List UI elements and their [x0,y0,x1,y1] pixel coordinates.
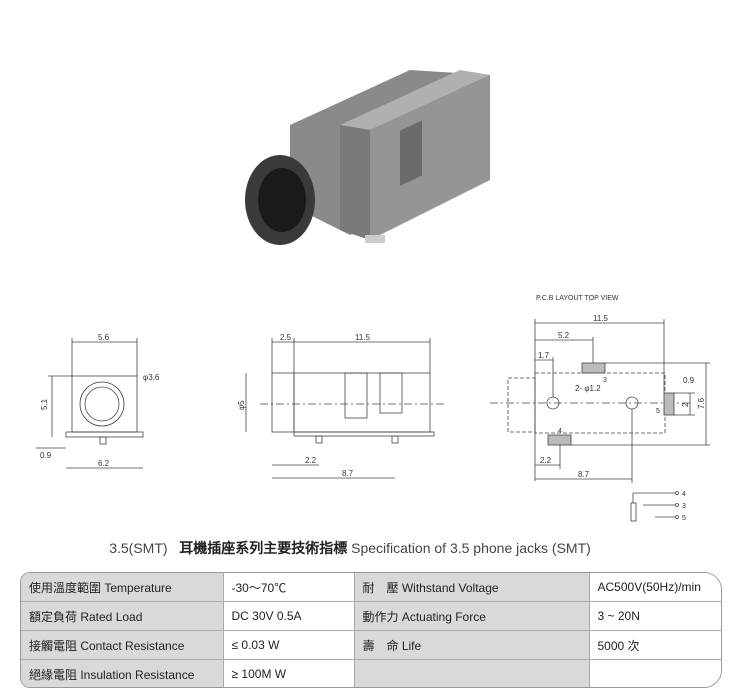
dim-pad5: 2 [681,402,690,407]
dim-height: 5.1 [40,398,49,410]
spec-label [353,659,590,687]
dim-width: 5.6 [98,333,110,342]
spec-value: ≥ 100M W [222,659,355,687]
spec-label: 接觸電阻 Contact Resistance [21,630,224,660]
side-view-drawing: 2.5 11.5 φ5 2.2 8.7 [237,333,445,479]
title-prefix: 3.5(SMT) [109,540,168,556]
front-view-drawing: 5.6 5.1 φ3.6 0.9 6.2 [36,333,160,469]
pad-5-label: 5 [656,408,660,415]
title-english: Specification of 3.5 phone jacks (SMT) [351,540,591,556]
dim-base: 6.2 [98,459,110,468]
table-row: 使用溫度範圍 Temperature -30～70℃ 耐 壓 Withstand… [21,573,721,602]
dim-hole: 1.7 [538,351,550,360]
dim-gap: 0.9 [683,376,695,385]
pad-3-label: 3 [603,377,607,384]
dim-pad4: 2.2 [540,456,552,465]
pcb-heading: P.C.B LAYOUT TOP VIEW [536,295,619,302]
dim-holes: 2- φ1.2 [575,384,601,393]
spec-label: 額定負荷 Rated Load [21,601,224,631]
page-title: 3.5(SMT) 耳機插座系列主要技術指標 Specification of 3… [0,538,700,558]
table-row: 絕緣電阻 Insulation Resistance ≥ 100M W [21,659,721,687]
spec-label: 壽 命 Life [353,630,590,660]
dim-length: 11.5 [355,333,371,342]
schematic-pin: 3 [682,503,686,510]
spec-label: 動作力 Actuating Force [353,601,590,631]
dim-overall: 7.6 [697,397,706,409]
spec-value: 5000 次 [588,630,721,660]
dim-hole2: 8.7 [578,470,590,479]
table-row: 額定負荷 Rated Load DC 30V 0.5A 動作力 Actuatin… [21,601,721,631]
product-photo [245,70,490,245]
pcb-layout-drawing: P.C.B LAYOUT TOP VIEW 11.5 5.2 1.7 2- φ1… [490,295,710,522]
spec-value [588,659,721,687]
dim-bore: φ3.6 [143,373,160,382]
dim-length: 11.5 [593,314,609,323]
spec-label: 耐 壓 Withstand Voltage [353,573,590,602]
dim-pin2: 8.7 [342,469,354,478]
dim-diameter: φ5 [237,400,246,410]
schematic-pin: 5 [682,515,686,522]
dim-front: 2.5 [280,333,292,342]
spec-label: 絕緣電阻 Insulation Resistance [21,659,224,687]
spec-label: 使用溫度範圍 Temperature [21,573,224,602]
title-chinese: 耳機插座系列主要技術指標 [179,540,348,556]
dim-pin1: 2.2 [305,456,317,465]
dim-standoff: 0.9 [40,451,52,460]
spec-value: -30～70℃ [222,573,355,602]
spec-value: ≤ 0.03 W [222,630,355,660]
spec-value: 3 ~ 20N [588,601,721,631]
table-row: 接觸電阻 Contact Resistance ≤ 0.03 W 壽 命 Lif… [21,630,721,660]
spec-value: DC 30V 0.5A [222,601,355,631]
dim-pad3: 5.2 [558,331,570,340]
spec-table: 使用溫度範圍 Temperature -30～70℃ 耐 壓 Withstand… [20,572,722,688]
schematic-pin: 4 [682,491,686,498]
pad-4-label: 4 [558,428,562,435]
spec-value: AC500V(50Hz)/min [588,573,721,602]
